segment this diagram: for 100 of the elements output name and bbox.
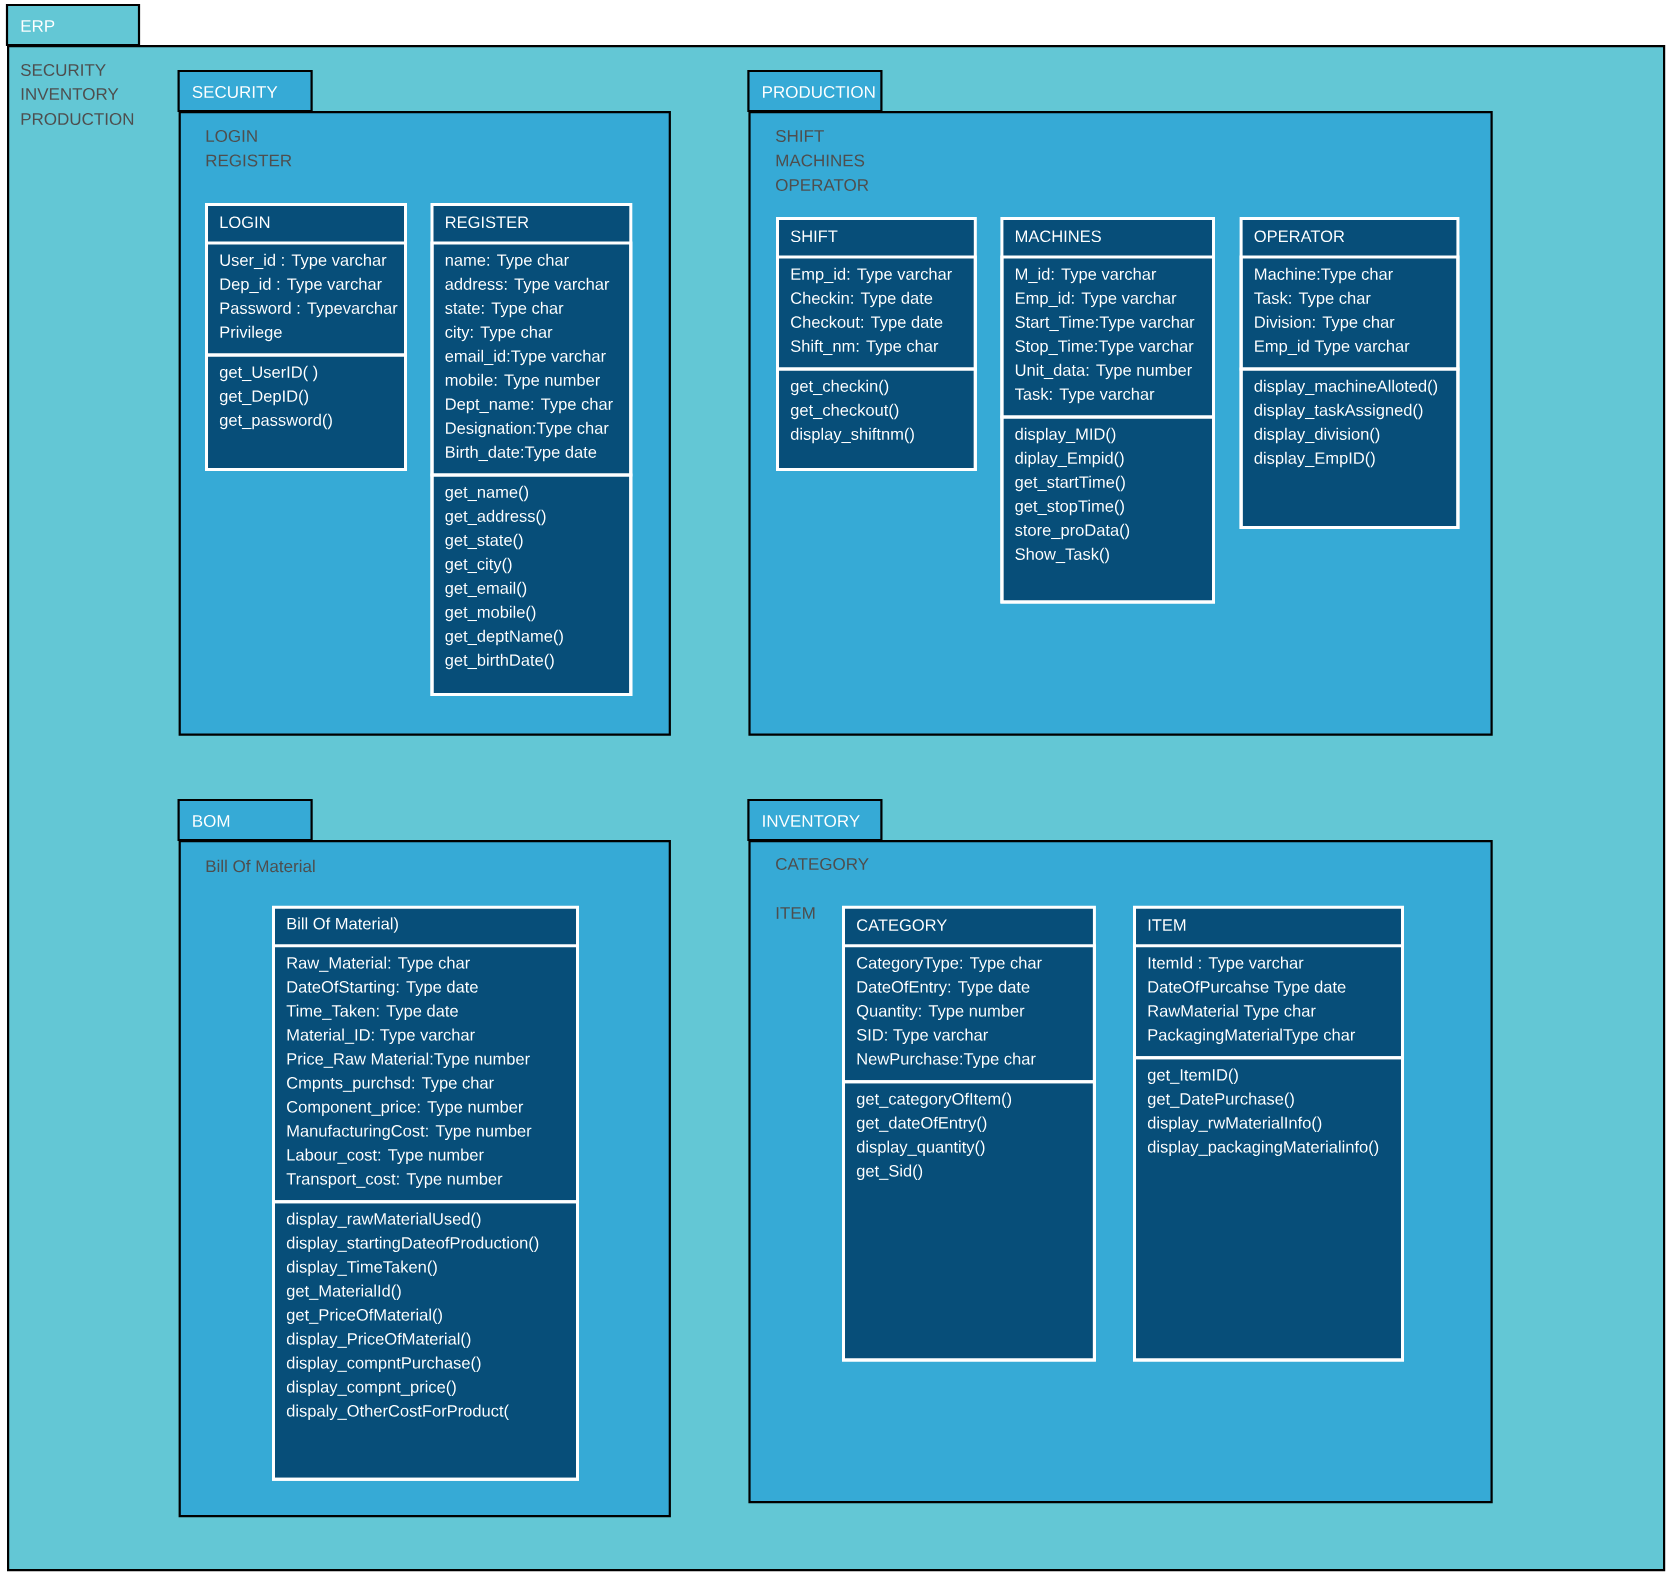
operation: display_PriceOfMaterial() [286,1332,471,1348]
attribute: Checkin: Type date [791,291,933,308]
attribute: Birth_date:Type date [446,445,597,462]
attribute: Unit_data: Type number [1015,363,1192,380]
element-name: LOGIN [206,130,257,142]
operation: display_compntPurchase() [286,1356,481,1372]
operation: display_compnt_price() [286,1380,456,1396]
attribute: Division: Type char [1255,315,1395,332]
operation: diplay_Empid() [1015,451,1124,468]
class-name: Bill Of Material) [287,917,398,933]
attribute: state: Type char [445,301,564,318]
class-name: CATEGORY [857,919,947,931]
operation: Show_Task() [1015,547,1109,564]
operation: get_name() [445,485,529,502]
attribute: Dep_id : Type varchar [220,277,382,294]
element-name: REGISTER [206,154,292,167]
operation: display_startingDateofProduction() [286,1236,539,1252]
attribute: Emp_id: Type varchar [791,267,952,284]
operation: get_address() [445,509,546,526]
operation: get_dateOfEntry() [856,1116,987,1132]
attribute: RawMaterial Type char [1148,1004,1316,1020]
attribute: Component_price: Type number [287,1100,524,1116]
attribute: Raw_Material: Type char [287,956,470,972]
element-name: ITEM [776,907,815,919]
attribute: Transport_cost: Type number [286,1172,503,1188]
class-name: REGISTER [446,216,529,229]
attribute: Emp_id: Type varchar [1015,291,1177,308]
operation: display_machineAlloted() [1254,379,1438,396]
attribute: SID: Type varchar [856,1028,988,1044]
operation: get_startTime() [1015,475,1125,492]
operation: get_Sid() [856,1164,923,1180]
attribute: Task: Type char [1254,291,1371,308]
operation: get_state() [445,533,523,550]
element-name: MACHINES [776,154,865,167]
operation: display_rwMaterialInfo() [1147,1116,1322,1132]
operation: get_stopTime() [1015,499,1124,516]
attribute: ItemId : Type varchar [1148,956,1304,972]
operation: display_shiftnm() [790,427,914,444]
element-name: INVENTORY [21,88,119,100]
element-name: PRODUCTION [21,113,134,125]
attribute: email_id:Type varchar [445,349,606,366]
attribute: ManufacturingCost: Type number [287,1124,532,1140]
operation: get_checkout() [790,403,899,420]
class-name: LOGIN [220,216,270,229]
attribute: Machine:Type char [1255,267,1393,284]
operation: get_deptName() [445,629,563,646]
operation: get_mobile() [445,605,536,622]
class-name: SHIFT [790,230,838,243]
attribute: M_id: Type varchar [1015,267,1157,284]
operation: display_TimeTaken() [286,1260,437,1276]
operation: dispaly_OtherCostForProduct( [286,1404,509,1420]
operation: get_DepID() [219,389,309,406]
attribute: Checkout: Type date [791,315,943,332]
attribute: Dept_name: Type char [446,397,613,414]
attribute: NewPurchase:Type char [857,1052,1036,1068]
class-name: ITEM [1148,919,1186,931]
attribute: User_id : Type varchar [220,253,387,270]
element-name: Bill Of Material [206,859,315,873]
attribute: Task: Type varchar [1015,387,1155,404]
attribute: DateOfStarting: Type date [287,980,478,996]
attribute: Time_Taken: Type date [286,1004,458,1020]
package-tab: SECURITY [177,69,313,113]
operation: get_categoryOfItem() [856,1092,1012,1108]
attribute: mobile: Type number [445,373,600,390]
operation: display_packagingMaterialinfo() [1147,1140,1379,1156]
attribute: Emp_id Type varchar [1255,339,1410,356]
attribute: DateOfPurcahse Type date [1148,980,1346,996]
operation: store_proData() [1015,523,1130,540]
attribute: name: Type char [445,253,569,270]
operation: display_rawMaterialUsed() [286,1212,481,1228]
package-tab: ERP [5,3,141,47]
attribute: DateOfEntry: Type date [857,980,1030,996]
attribute: Password : Typevarchar [220,301,398,318]
operation: get_checkin() [790,379,889,396]
class-name: OPERATOR [1254,230,1345,243]
attribute: address: Type varchar [445,277,610,294]
attribute: Start_Time:Type varchar [1015,315,1195,332]
attribute: Privilege [220,325,282,342]
operation: display_MID() [1015,427,1116,444]
operation: get_city() [445,557,512,574]
element-name: OPERATOR [776,179,869,191]
attribute: CategoryType: Type char [857,956,1042,972]
operation: get_MaterialId() [286,1284,401,1300]
attribute: PackagingMaterialType char [1148,1028,1356,1044]
element-name: SECURITY [21,64,106,76]
element-name: CATEGORY [776,858,869,871]
attribute: Quantity: Type number [857,1004,1025,1020]
class-name: MACHINES [1015,230,1101,243]
operation: get_email() [445,581,527,598]
attribute: Stop_Time:Type varchar [1015,339,1194,356]
operation: display_EmpID() [1254,451,1375,468]
operation: get_birthDate() [445,653,554,670]
element-name: SHIFT [776,130,824,142]
attribute: Price_Raw Material:Type number [287,1052,530,1068]
operation: get_UserID( ) [219,365,318,382]
operation: display_division() [1254,427,1380,444]
attribute: Cmpnts_purchsd: Type char [287,1076,494,1092]
operation: display_taskAssigned() [1254,403,1423,420]
attribute: Labour_cost: Type number [287,1148,484,1164]
operation: get_DatePurchase() [1147,1092,1294,1108]
